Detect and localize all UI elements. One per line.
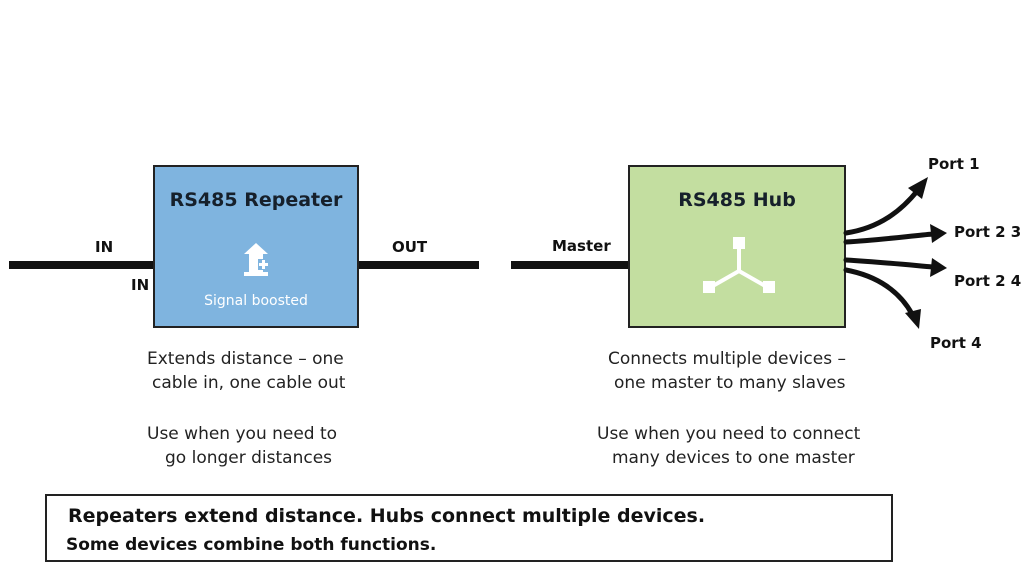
hub-port-3-label: Port 2 4 xyxy=(954,272,1022,290)
repeater-description-line1: Extends distance – one xyxy=(147,349,344,369)
repeater-out-label: OUT xyxy=(392,238,428,256)
repeater-description-line2: cable in, one cable out xyxy=(152,373,346,393)
port-4-arrow xyxy=(843,267,915,317)
hub-description-line1: Connects multiple devices – xyxy=(608,349,846,369)
port-4-arrowhead xyxy=(905,309,921,329)
hub-box: RS485 Hub xyxy=(628,165,846,328)
hub-master-cable xyxy=(511,261,630,269)
repeater-in-label-top: IN xyxy=(95,238,114,256)
repeater-input-cable xyxy=(9,261,155,269)
hub-master-label: Master xyxy=(552,237,611,255)
hub-usage-line1: Use when you need to connect xyxy=(597,424,861,444)
signal-boost-icon xyxy=(244,243,269,276)
port-3-arrowhead xyxy=(930,258,947,277)
port-3-arrow xyxy=(843,257,936,270)
port-1-arrowhead xyxy=(908,177,928,199)
hub-title: RS485 Hub xyxy=(678,189,796,211)
hub-port-1-label: Port 1 xyxy=(928,155,980,173)
summary-line-1: Repeaters extend distance. Hubs connect … xyxy=(68,505,706,527)
summary-line-2: Some devices combine both functions. xyxy=(66,535,437,555)
hub-port-2-label: Port 2 3 xyxy=(954,223,1022,241)
hub-description-line2: one master to many slaves xyxy=(614,373,846,393)
repeater-usage-line1: Use when you need to xyxy=(147,424,338,444)
repeater-title: RS485 Repeater xyxy=(169,189,343,211)
repeater-box: RS485 Repeater Signal boosted xyxy=(153,165,359,328)
repeater-in-label-bottom: IN xyxy=(131,276,150,294)
summary-box: Repeaters extend distance. Hubs connect … xyxy=(45,494,893,562)
hub-network-icon xyxy=(703,237,775,293)
repeater-icon-caption: Signal boosted xyxy=(204,293,308,309)
hub-port-4-label: Port 4 xyxy=(930,334,982,352)
port-1-arrow xyxy=(843,187,921,236)
port-2-arrowhead xyxy=(930,224,947,243)
repeater-output-cable xyxy=(357,261,479,269)
port-2-arrow xyxy=(843,231,936,245)
hub-usage-line2: many devices to one master xyxy=(612,448,855,468)
repeater-usage-line2: go longer distances xyxy=(165,448,333,468)
